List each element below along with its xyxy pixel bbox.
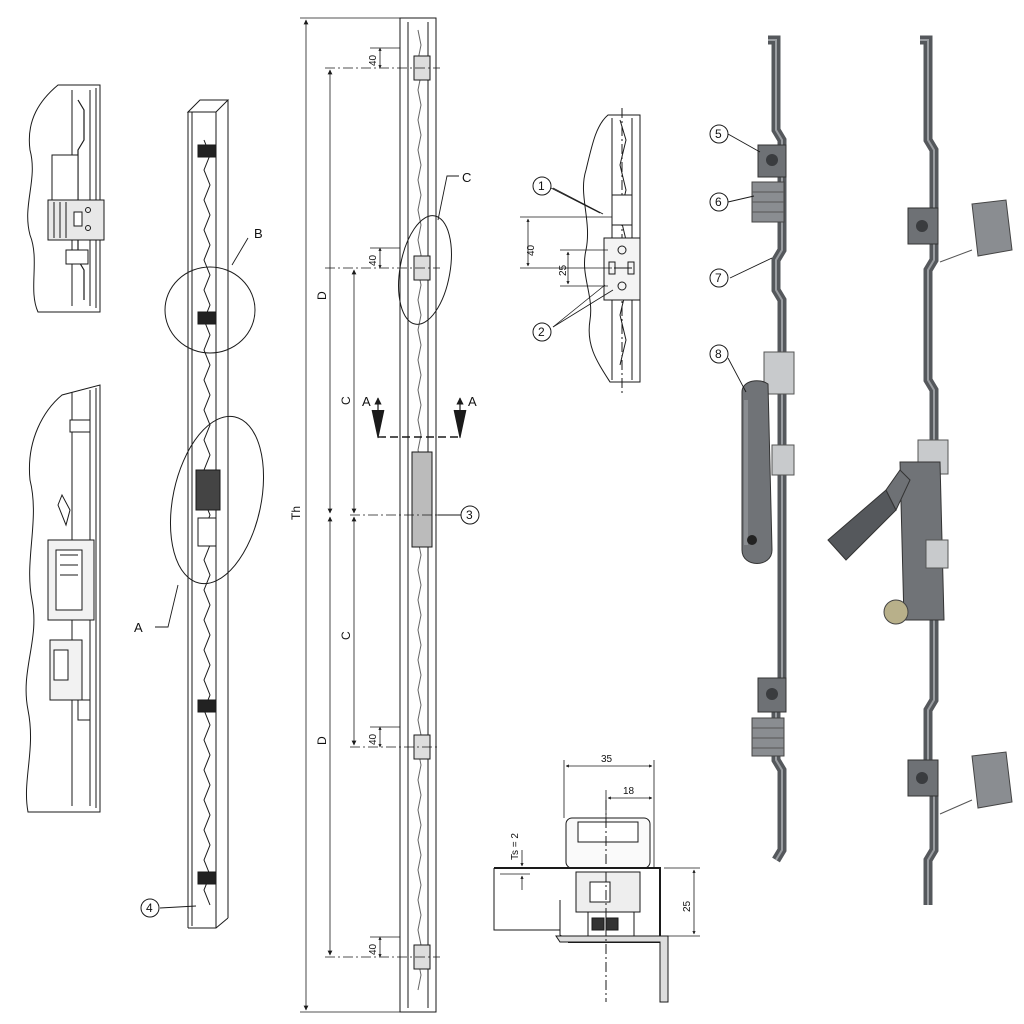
callout-5-text: 5 <box>715 127 722 141</box>
callout-7: 7 <box>709 268 729 288</box>
section-label-left: A <box>362 394 371 409</box>
rendered-espagnolette-open <box>827 35 1013 905</box>
dim-th: Th <box>289 506 303 520</box>
callout-1: 1 <box>532 176 552 196</box>
dim-section-25: 25 <box>682 900 693 912</box>
callout-5: 5 <box>709 124 729 144</box>
detail-b-view <box>27 84 105 313</box>
isometric-frame <box>164 99 265 929</box>
callout-7-text: 7 <box>715 271 722 285</box>
dim-40-c: 40 <box>368 254 379 266</box>
callout-2-text: 2 <box>538 325 545 339</box>
front-view-dimensions <box>300 17 467 1013</box>
callout-3: 3 <box>460 505 480 525</box>
detail-b-label: B <box>254 226 263 241</box>
detail-c-dimensions <box>520 187 614 328</box>
dim-detail-25: 25 <box>558 264 569 276</box>
detail-c-view <box>583 108 641 394</box>
dim-d-lower: D <box>315 736 329 745</box>
callout-8: 8 <box>709 344 729 364</box>
callout-6: 6 <box>709 192 729 212</box>
dim-d-upper: D <box>315 291 329 300</box>
callout-leaders <box>159 133 773 909</box>
dim-c-upper: C <box>339 396 353 405</box>
dim-40-bottom: 40 <box>368 943 379 955</box>
callout-3-text: 3 <box>466 508 473 522</box>
dim-section-18: 18 <box>623 786 635 797</box>
callout-4: 4 <box>140 898 160 918</box>
section-label-right: A <box>468 394 477 409</box>
dim-40-top: 40 <box>368 54 379 66</box>
dim-detail-40: 40 <box>526 244 537 256</box>
callout-4-text: 4 <box>146 901 153 915</box>
detail-c-label: C <box>462 170 471 185</box>
detail-a-label: A <box>134 620 143 635</box>
callout-2: 2 <box>532 322 552 342</box>
detail-leaders <box>155 175 459 628</box>
dim-40-lower: 40 <box>368 733 379 745</box>
detail-a-view <box>25 384 101 813</box>
callout-1-text: 1 <box>538 179 545 193</box>
rendered-espagnolette-closed <box>741 35 795 863</box>
dim-section-35: 35 <box>601 754 613 765</box>
callout-8-text: 8 <box>715 347 722 361</box>
callout-6-text: 6 <box>715 195 722 209</box>
dim-sheet-thickness: Ts = 2 <box>510 833 521 860</box>
dim-c-lower: C <box>339 631 353 640</box>
section-a-a-dimensions <box>500 760 700 937</box>
section-a-a-view <box>493 800 669 1003</box>
